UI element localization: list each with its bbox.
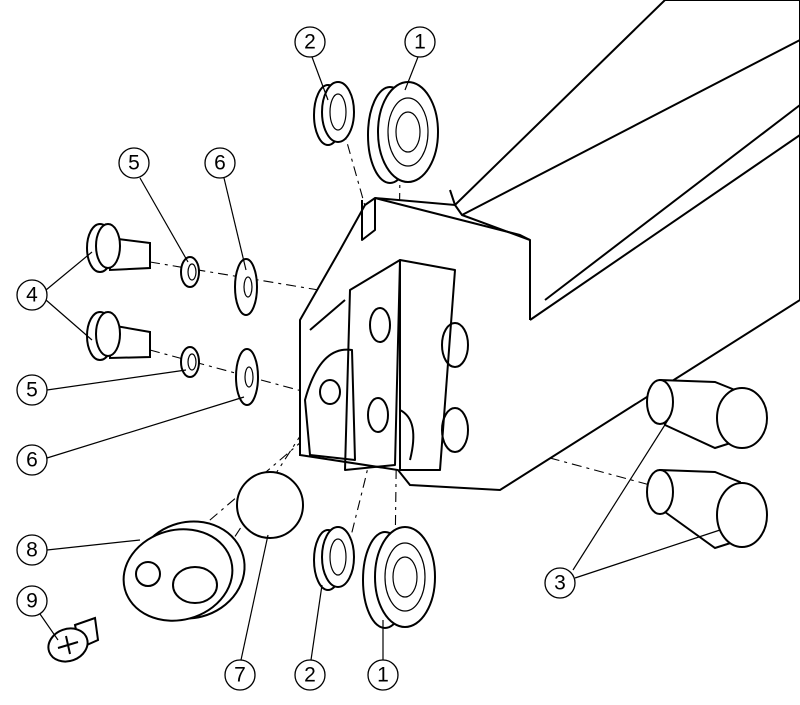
svg-text:7: 7 — [234, 664, 246, 687]
svg-text:3: 3 — [554, 572, 566, 595]
svg-text:8: 8 — [26, 539, 38, 562]
balloon-5-bottom: 5 — [16, 374, 48, 406]
balloon-2-top: 2 — [294, 26, 326, 58]
lock-washers — [180, 256, 200, 378]
svg-text:4: 4 — [26, 284, 38, 307]
svg-text:2: 2 — [304, 31, 316, 54]
balloon-6-top: 6 — [204, 147, 236, 179]
svg-text:2: 2 — [304, 664, 316, 687]
spacer-ring-top — [313, 81, 355, 146]
phillips-screw — [47, 616, 100, 663]
cover-plate — [122, 520, 246, 622]
balloon-9: 9 — [16, 585, 48, 617]
balloon-1-top: 1 — [404, 26, 436, 58]
screw-top — [86, 223, 151, 273]
pin-bottom — [646, 468, 768, 550]
balloon-5-top: 5 — [118, 147, 150, 179]
screw-bottom — [86, 311, 151, 361]
balloon-2-bottom: 2 — [294, 659, 326, 691]
balloon-8: 8 — [16, 534, 48, 566]
spacer-ring-bottom — [313, 526, 355, 591]
leader-lines — [39, 56, 721, 661]
balloon-6-bottom: 6 — [16, 444, 48, 476]
svg-text:1: 1 — [377, 664, 389, 687]
balloon-3: 3 — [544, 567, 576, 599]
svg-text:1: 1 — [414, 31, 426, 54]
ball — [236, 471, 304, 539]
svg-text:5: 5 — [128, 152, 140, 175]
balloon-1-bottom: 1 — [367, 659, 399, 691]
bearing-bottom — [362, 526, 436, 629]
arm-body — [299, 0, 800, 492]
balloon-4: 4 — [16, 279, 48, 311]
bearing-top — [367, 81, 439, 184]
svg-text:5: 5 — [26, 379, 38, 402]
svg-text:9: 9 — [26, 590, 38, 613]
flat-washers — [234, 258, 259, 406]
svg-text:6: 6 — [26, 449, 38, 472]
pin-top — [646, 378, 768, 450]
balloon-7: 7 — [224, 659, 256, 691]
svg-text:6: 6 — [214, 152, 226, 175]
